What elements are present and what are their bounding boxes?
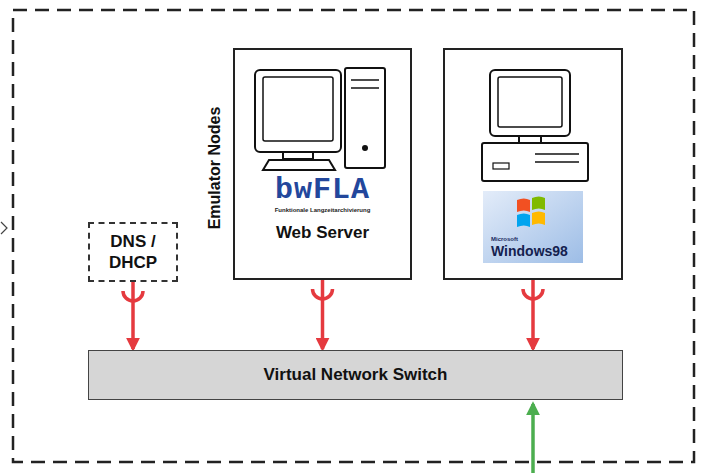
network-switch: Virtual Network Switch — [88, 350, 623, 400]
node-text: DNS / DHCP — [103, 231, 163, 273]
service-box: DNS / DHCP — [88, 222, 178, 282]
emulator-node: MicrosoftWindows98 — [443, 48, 623, 280]
computer-illustration — [235, 50, 410, 278]
node-text: bwFLA — [235, 174, 410, 206]
network-link — [321, 280, 325, 349]
group-label: Emulator Nodes — [206, 107, 224, 230]
incoming-chevron — [1, 222, 7, 234]
node-text: Funktionale Langzeitarchivierung — [235, 206, 410, 214]
group-label-wrap: Emulator Nodes — [206, 107, 224, 230]
network-socket — [123, 291, 143, 301]
external-link-arrow — [531, 404, 535, 473]
node-text: Web Server — [273, 222, 373, 243]
system-boundary — [13, 10, 694, 462]
network-link — [531, 280, 535, 349]
network-socket — [523, 289, 543, 299]
node-text: Microsoft — [491, 235, 621, 243]
network-socket — [313, 289, 333, 299]
node-text: Windows98 — [491, 243, 621, 260]
node-text: Virtual Network Switch — [264, 365, 448, 385]
network-link — [131, 282, 135, 349]
emulator-node: bwFLAFunktionale LangzeitarchivierungWeb… — [233, 48, 412, 280]
